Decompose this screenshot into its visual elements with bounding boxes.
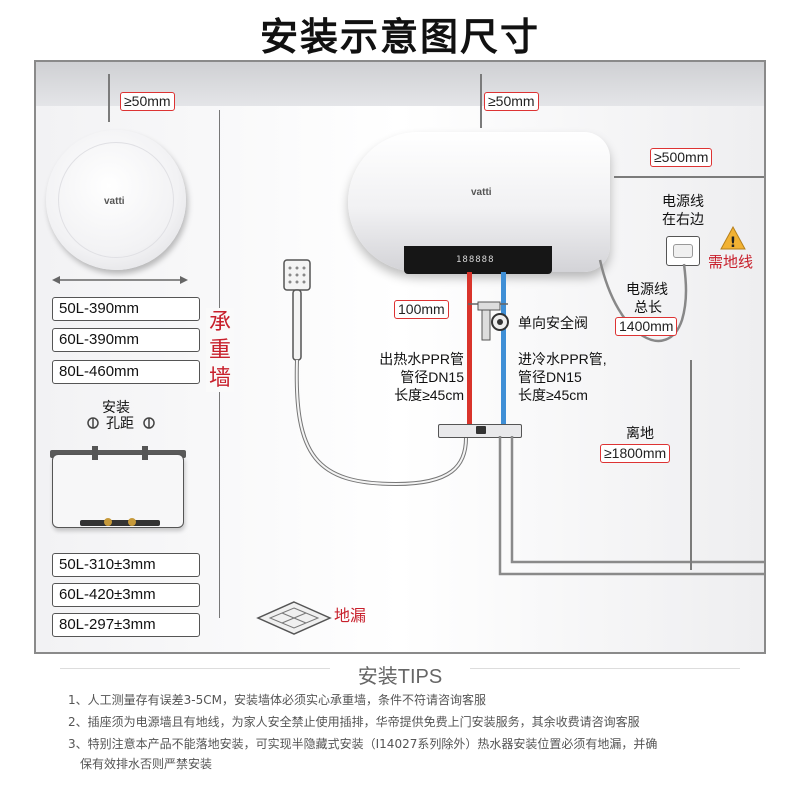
power-position-line1: 电源线 (662, 193, 704, 209)
cord-length: 1400mm (615, 317, 678, 336)
mounting-bracket (52, 454, 184, 528)
brand-logo-side: vatti (104, 196, 125, 207)
cold-water-pipe (501, 272, 506, 424)
cord-length-line2: 总长 (634, 299, 662, 315)
warning-icon: ! (720, 226, 746, 250)
heater-display-panel (404, 246, 552, 274)
pipe-spacing: 100mm (394, 300, 449, 319)
hole-spacing-60l: 60L-420±3mm (52, 583, 200, 607)
ground-warning: 需地线 (708, 254, 754, 271)
heater-side-ring (58, 142, 174, 258)
tip-item-1: 1、人工测量存有误差3-5CM，安装墙体必须实心承重墙，条件不符请咨询客服 (68, 693, 486, 707)
tip-item-3-cont: 保有效排水否则严禁安装 (80, 757, 213, 771)
right-clearance-line (614, 176, 764, 178)
brand-logo-front: vatti (471, 187, 492, 198)
size-60l: 60L-390mm (52, 328, 200, 352)
mount-label-line2: 孔距 (106, 415, 134, 431)
floor-label: 离地 (626, 425, 654, 441)
hot-pipe-line1: 出热水PPR管 (379, 351, 464, 367)
cord-length-line1: 电源线 (626, 281, 668, 297)
floor-pipes (498, 436, 764, 576)
width-arrow (52, 276, 188, 284)
safety-valve-icon (477, 301, 509, 341)
size-50l: 50L-390mm (52, 297, 200, 321)
display-digits: 188888 (456, 255, 495, 265)
drain-label: 地漏 (334, 608, 367, 625)
hole-spacing-50l: 50L-310±3mm (52, 553, 200, 577)
floor-drain-icon (256, 601, 332, 635)
tips-title-backdrop (330, 660, 470, 684)
floor-distance: ≥1800mm (600, 444, 671, 463)
top-clearance-front: ≥50mm (484, 92, 539, 111)
socket-face (673, 244, 693, 258)
tip-item-3: 3、特别注意本产品不能落地安装，可实现半隐藏式安装（I14027系列除外）热水器… (68, 737, 658, 751)
cold-pipe-line2: 管径DN15 (518, 369, 582, 385)
cold-pipe-line3: 长度≥45cm (518, 387, 588, 403)
mount-label-line1: 安装 (102, 399, 130, 415)
hole-spacing-80l: 80L-297±3mm (52, 613, 200, 637)
bracket-details (80, 446, 160, 526)
shower-head-and-hose (283, 259, 468, 487)
tip-item-2: 2、插座须为电源墙且有地线，为家人安全禁止使用插排，华帝提供免费上门安装服务，其… (68, 715, 640, 729)
cold-pipe-line1: 进冷水PPR管, (518, 351, 607, 367)
wall-label: 承重墙 (206, 308, 234, 392)
safety-valve-label: 单向安全阀 (518, 315, 588, 331)
hole-spacing-arrow (87, 417, 155, 429)
floor-distance-line (690, 360, 692, 570)
power-position-line2: 在右边 (662, 211, 704, 227)
hot-pipe-line2: 管径DN15 (400, 369, 464, 385)
hot-pipe-line3: 长度≥45cm (394, 387, 464, 403)
top-clearance-side: ≥50mm (120, 92, 175, 111)
page-title: 安装示意图尺寸 (259, 15, 540, 59)
top-clearance-arrow-front (480, 74, 482, 128)
tips-title: 安装TIPS (357, 666, 443, 688)
hot-water-pipe (467, 272, 472, 424)
svg-text:!: ! (730, 235, 736, 250)
right-clearance: ≥500mm (650, 148, 713, 167)
top-clearance-arrow-side (108, 74, 110, 122)
mixing-valve-knob (476, 426, 486, 434)
size-80l: 80L-460mm (52, 360, 200, 384)
